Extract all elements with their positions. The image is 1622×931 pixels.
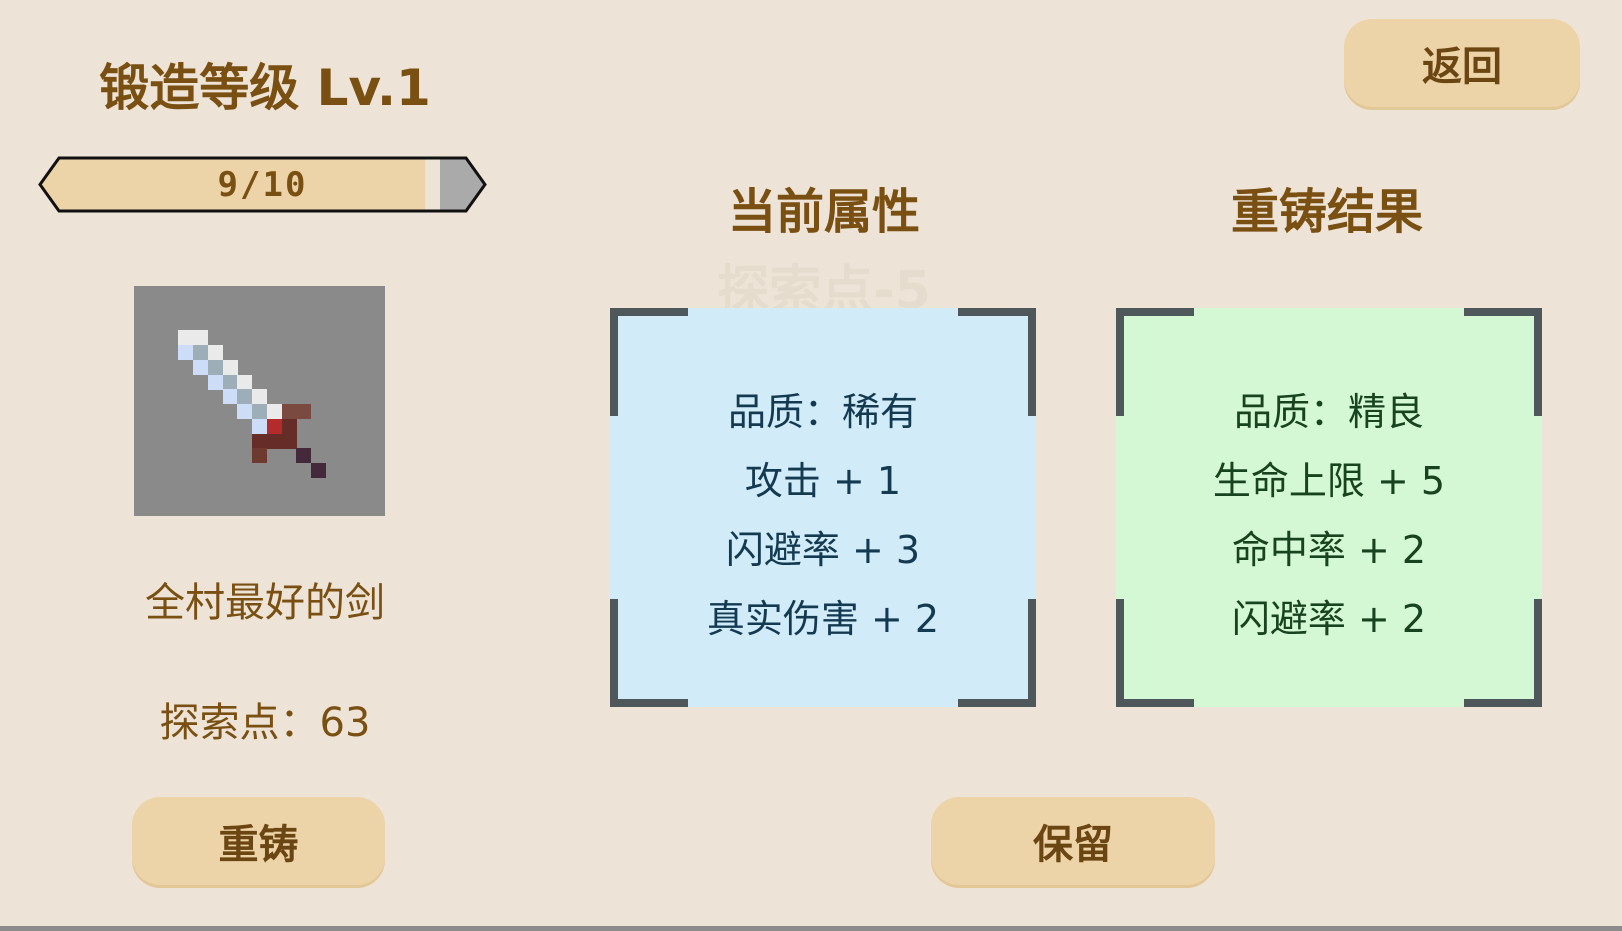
sword-pixel <box>207 359 223 375</box>
bottom-edge <box>0 926 1622 931</box>
sword-pixel <box>281 418 297 434</box>
attribute-line: 攻击 + 1 <box>744 459 902 503</box>
reforge-result-heading: 重铸结果 <box>1230 184 1423 240</box>
corner-bracket <box>610 599 688 707</box>
attribute-line: 真实伤害 + 2 <box>706 597 940 641</box>
item-name: 全村最好的剑 <box>145 580 385 626</box>
sword-pixel <box>222 389 238 405</box>
corner-bracket <box>1464 308 1542 416</box>
progress-text: 9/10 <box>217 164 308 205</box>
reforge-button[interactable]: 重铸 <box>132 797 385 885</box>
corner-bracket <box>1116 308 1194 416</box>
sword-pixel <box>193 345 208 360</box>
corner-bracket <box>958 599 1036 707</box>
current-attributes-heading: 当前属性 <box>727 184 920 240</box>
attribute-quality: 品质：精良 <box>1233 390 1424 434</box>
attribute-line: 闪避率 + 3 <box>725 528 921 572</box>
sword-pixel <box>222 359 238 375</box>
sword-pixel <box>178 345 194 360</box>
progress-fill <box>40 158 426 211</box>
sword-pixel <box>252 389 267 405</box>
exploration-points: 探索点：63 <box>159 700 371 746</box>
corner-bracket <box>958 308 1036 416</box>
sword-pixel <box>193 330 208 346</box>
sword-pixel <box>266 404 282 419</box>
reforge-result-panel: 品质：精良 生命上限 + 5 命中率 + 2 闪避率 + 2 <box>1116 308 1542 707</box>
attribute-line: 生命上限 + 5 <box>1212 459 1446 503</box>
sword-pixel <box>207 374 223 390</box>
sword-pixel <box>237 374 253 390</box>
sword-pixel <box>311 463 326 478</box>
attribute-line: 命中率 + 2 <box>1231 528 1427 572</box>
pixel-sword-icon <box>134 286 385 516</box>
attribute-quality: 品质：稀有 <box>727 390 918 434</box>
sword-pixel <box>252 433 267 449</box>
corner-bracket <box>610 308 688 416</box>
forge-level-title: 锻造等级 Lv.1 <box>99 59 431 117</box>
corner-bracket <box>1464 599 1542 707</box>
sword-pixel <box>207 345 223 360</box>
sword-pixel <box>296 404 312 419</box>
attribute-line: 闪避率 + 2 <box>1231 597 1427 641</box>
corner-bracket <box>1116 599 1194 707</box>
back-button[interactable]: 返回 <box>1344 19 1580 107</box>
progress-frame <box>38 156 487 213</box>
current-attributes-panel: 品质：稀有 攻击 + 1 闪避率 + 3 真实伤害 + 2 <box>610 308 1036 707</box>
forge-progress-bar <box>38 156 487 213</box>
sword-pixel <box>193 359 208 375</box>
sword-pixel <box>281 404 297 419</box>
sword-pixel <box>252 448 267 464</box>
sword-pixel <box>266 418 282 434</box>
sword-pixel <box>252 418 267 434</box>
sword-pixel <box>252 404 267 419</box>
sword-pixel <box>266 433 282 449</box>
sword-pixel <box>178 330 194 346</box>
keep-button[interactable]: 保留 <box>931 797 1215 885</box>
sword-pixel <box>281 433 297 449</box>
sword-pixel <box>222 374 238 390</box>
sword-pixel <box>237 389 253 405</box>
sword-pixel <box>237 404 253 419</box>
sword-pixel <box>296 448 312 464</box>
